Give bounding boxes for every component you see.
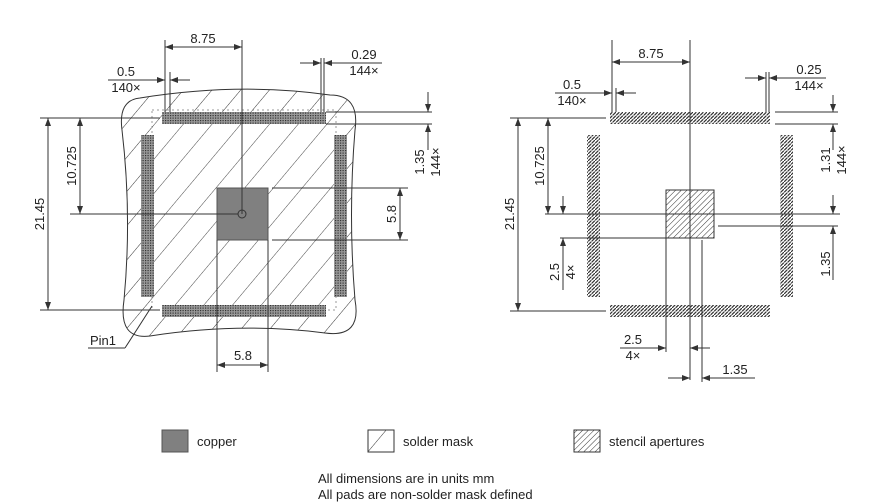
note-units: All dimensions are in units mm bbox=[318, 471, 495, 486]
aperture-column-right bbox=[780, 135, 793, 297]
dim-pad-width-count: 140× bbox=[111, 80, 140, 95]
legend: copper solder mask stencil apertures bbox=[161, 429, 705, 453]
dim-half-right: 10.725 bbox=[532, 146, 547, 186]
dim-pad-width-right: 0.5 bbox=[563, 77, 581, 92]
dim-total-right: 21.45 bbox=[502, 198, 517, 231]
dim-pad-width-count-right: 140× bbox=[557, 93, 586, 108]
dim-mask-width-count: 144× bbox=[349, 63, 378, 78]
pad-column-left bbox=[141, 135, 154, 297]
dim-ep-vert: 2.5 bbox=[547, 263, 562, 281]
dim-pad-width: 0.5 bbox=[117, 64, 135, 79]
legend-copper: copper bbox=[197, 434, 237, 449]
dim-aperture-width: 0.25 bbox=[796, 62, 821, 77]
dim-ep-offset-vert: 1.35 bbox=[818, 251, 833, 276]
dim-ep-offset-horiz: 1.35 bbox=[722, 362, 747, 377]
legend-solder-mask: solder mask bbox=[403, 434, 474, 449]
dim-ep-horiz: 2.5 bbox=[624, 332, 642, 347]
stencil-view: 8.75 0.5 140× 0.25 144× 21.45 10.725 1.3… bbox=[502, 40, 849, 382]
dim-aperture-width-count: 144× bbox=[794, 78, 823, 93]
copper-swatch-icon bbox=[161, 429, 189, 453]
land-pattern-view: 8.75 0.5 140× 0.29 144× 21.45 10.725 1.3… bbox=[32, 31, 443, 372]
pad-column-right bbox=[334, 135, 347, 297]
dim-aperture-length: 1.31 bbox=[818, 147, 833, 172]
dim-mask-width: 0.29 bbox=[351, 47, 376, 62]
dim-total: 21.45 bbox=[32, 198, 47, 231]
dim-ep-height: 5.8 bbox=[384, 205, 399, 223]
pin1-label: Pin1 bbox=[90, 333, 116, 348]
stencil-swatch-icon bbox=[573, 429, 601, 453]
dim-8.75-right: 8.75 bbox=[638, 46, 663, 61]
dim-pad-length-count: 144× bbox=[428, 147, 443, 176]
dim-aperture-length-count: 144× bbox=[834, 145, 849, 174]
dim-half: 10.725 bbox=[64, 146, 79, 186]
pad-row-top bbox=[162, 112, 326, 124]
dim-pad-length: 1.35 bbox=[412, 149, 427, 174]
dim-8.75: 8.75 bbox=[190, 31, 215, 46]
dim-ep-vert-count: 4× bbox=[563, 265, 578, 280]
legend-stencil: stencil apertures bbox=[609, 434, 705, 449]
solder-mask-swatch-icon bbox=[367, 429, 395, 453]
pad-row-bottom bbox=[162, 305, 326, 317]
dim-ep-horiz-count: 4× bbox=[626, 348, 641, 363]
aperture-column-left bbox=[587, 135, 600, 297]
dim-ep-width: 5.8 bbox=[234, 348, 252, 363]
